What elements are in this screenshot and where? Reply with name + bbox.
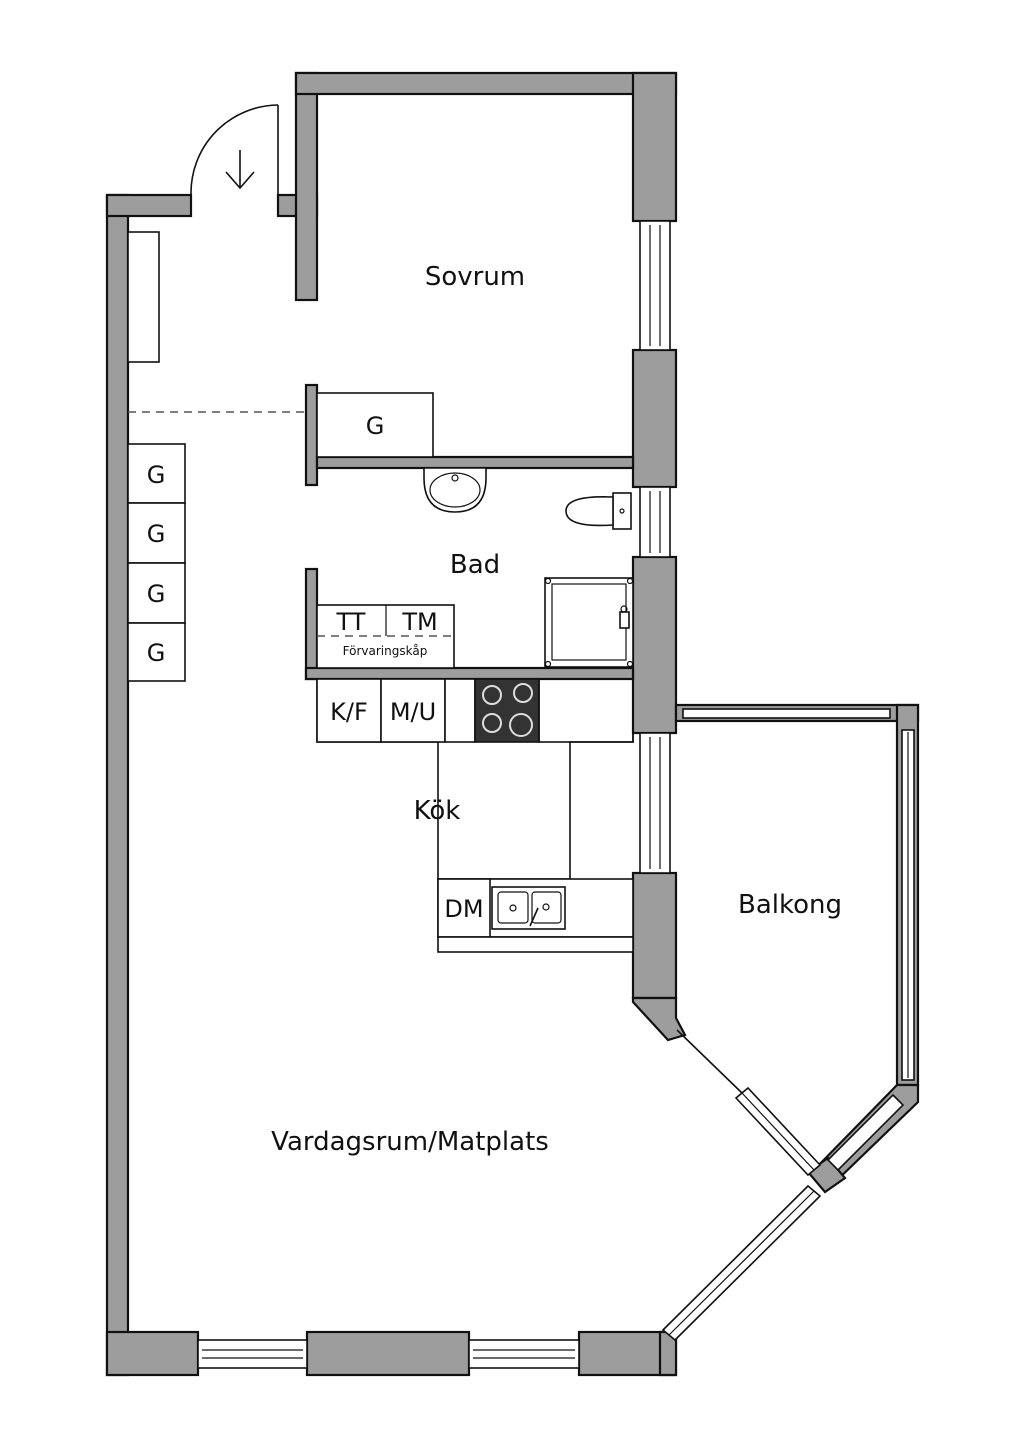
outer-walls (105, 71, 687, 1377)
dishwasher-label: DM (444, 895, 483, 923)
room-label-balcony: Balkong (738, 890, 842, 920)
microwave-oven-label: M/U (390, 698, 436, 726)
entrance-door (190, 104, 279, 196)
room-label-kitchen: Kök (414, 796, 461, 826)
hall-closets (127, 231, 434, 682)
wardrobe-label-bedroom: G (366, 412, 385, 440)
wardrobe-label-1: G (147, 461, 166, 489)
wardrobe-label-2: G (147, 520, 166, 548)
wardrobe-label-3: G (147, 580, 166, 608)
wardrobe-label-4: G (147, 639, 166, 667)
storage-label: Förvaringskåp (343, 644, 428, 658)
room-label-bathroom: Bad (450, 550, 500, 580)
washer-label: TM (401, 608, 437, 636)
fridge-freezer-label: K/F (330, 698, 368, 726)
dryer-label: TT (336, 608, 366, 636)
windows (197, 220, 915, 1369)
kitchen-fixtures (316, 678, 634, 953)
bathroom-fixtures (316, 467, 634, 669)
room-label-living: Vardagsrum/Matplats (271, 1127, 549, 1157)
room-label-bedroom: Sovrum (425, 262, 525, 292)
labels: Sovrum Bad Kök Balkong Vardagsrum/Matpla… (147, 262, 842, 1157)
